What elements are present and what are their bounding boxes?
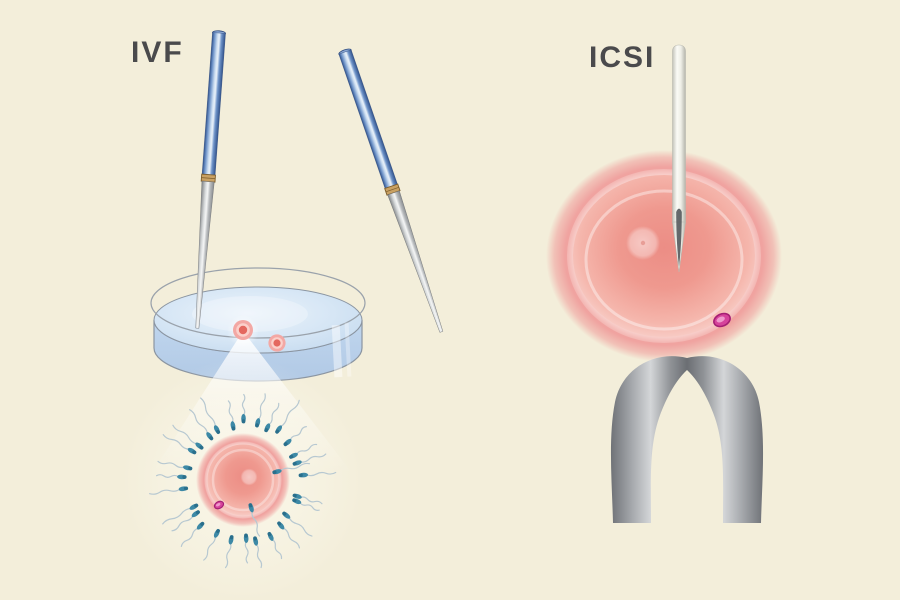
sperm-cell — [292, 498, 320, 511]
sperm-cell — [248, 503, 261, 537]
polar-body — [213, 500, 225, 510]
sperm-cell — [282, 511, 313, 537]
egg-in-dish-primary — [233, 320, 253, 340]
dish-glass-rim — [150, 267, 366, 339]
sperm-cell — [289, 443, 318, 459]
sperm-cell — [188, 409, 214, 441]
dish-wall-reflection — [331, 322, 352, 378]
sperm-cell — [172, 424, 204, 450]
sperm-cell — [292, 493, 323, 505]
pronucleus — [240, 468, 258, 486]
needle-bevel — [676, 208, 682, 267]
sperm-cell — [277, 521, 301, 549]
sperm-cell — [157, 460, 193, 471]
sperm-cell — [283, 426, 307, 447]
magnified-egg-view — [121, 358, 365, 600]
sperm-cell — [255, 393, 266, 428]
sperm-cell — [203, 528, 220, 561]
micropipette-left — [189, 29, 227, 330]
sperm-cell — [162, 434, 197, 455]
sperm-cell — [171, 510, 200, 532]
sperm-cell — [275, 399, 300, 434]
sperm-cell — [264, 402, 280, 433]
sperm-cell — [149, 486, 189, 495]
micropipette-right — [337, 47, 449, 335]
sperm-cell — [155, 474, 187, 480]
ivf-panel-label: IVF — [131, 36, 184, 69]
sperm-cell — [162, 503, 199, 525]
inner-membrane-ring — [211, 448, 275, 512]
egg-in-dish-secondary — [268, 334, 286, 352]
holding-gripper — [610, 356, 764, 523]
nucleolus — [640, 240, 646, 246]
sperm-cell — [200, 397, 221, 434]
dish-liquid-highlight — [192, 296, 308, 332]
sperm-cell — [267, 532, 283, 560]
icsi-panel-label: ICSI — [589, 41, 656, 74]
polar-body — [713, 312, 731, 328]
sperm-cell — [298, 471, 337, 478]
inner-membrane-ring — [584, 189, 744, 331]
needle-shaft — [672, 44, 686, 229]
sperm-cell — [253, 536, 263, 569]
injection-needle — [672, 44, 686, 273]
ivf-panel — [121, 29, 449, 600]
sperm-cell — [243, 533, 249, 564]
sperm-cell — [272, 462, 311, 475]
sperm-cell — [180, 521, 205, 547]
icsi-panel — [546, 44, 782, 523]
icsi-egg — [546, 150, 782, 362]
sperm-cell — [292, 453, 327, 466]
gripper-prong-left — [610, 356, 687, 523]
sperm-cell — [227, 400, 236, 431]
sperm-cells — [149, 393, 337, 569]
sperm-cell — [241, 393, 246, 424]
egg-cytoplasm — [573, 175, 755, 337]
sperm-cell — [224, 535, 234, 569]
gripper-prong-right — [687, 356, 764, 523]
